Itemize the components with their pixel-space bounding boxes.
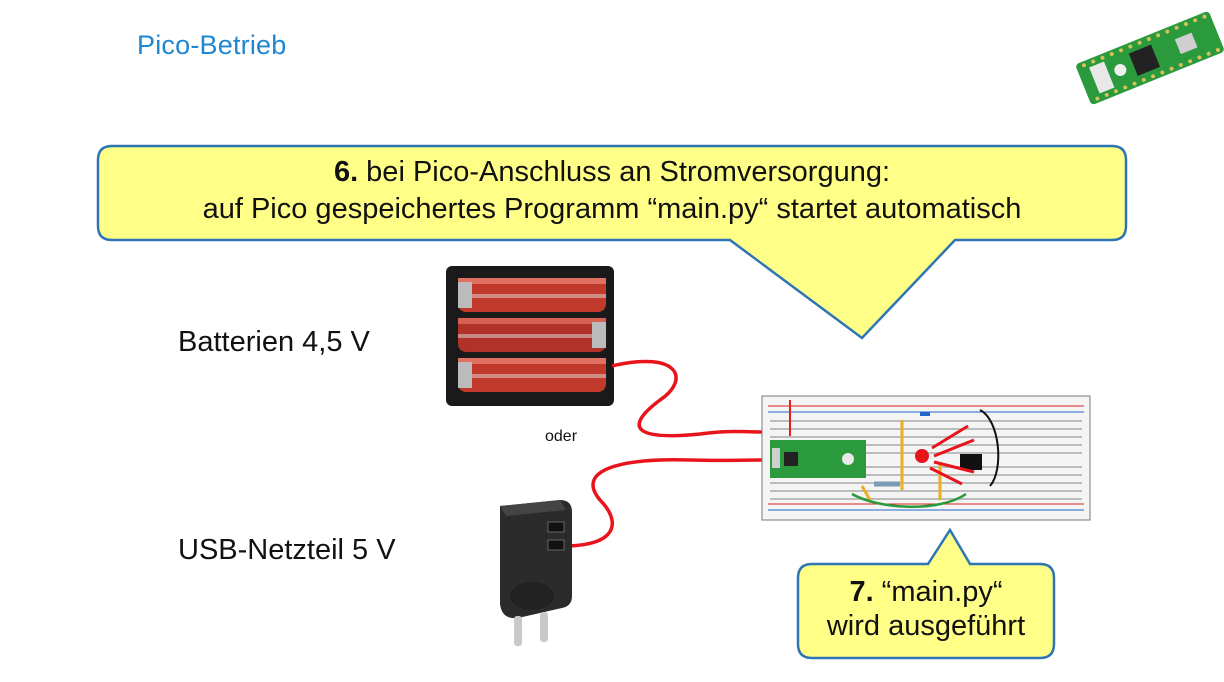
- usb-wire: [565, 458, 763, 548]
- breadboard-circuit-image: [761, 395, 1091, 521]
- usb-adapter-image: [500, 500, 572, 646]
- callout-top-line2: auf Pico gespeichertes Programm “main.py…: [202, 193, 1022, 225]
- slide-title: Pico-Betrieb: [137, 30, 287, 60]
- callout-top-text: 6. bei Pico-Anschluss an Stromversorgung…: [100, 154, 1124, 228]
- callout-top-line1: 6. bei Pico-Anschluss an Stromversorgung…: [100, 154, 1124, 191]
- callout-bottom-line1-text: “main.py“: [873, 576, 1003, 608]
- step-number-6: 6.: [333, 156, 359, 188]
- pico-board-icon: [1076, 11, 1224, 105]
- label-usb-adapter: USB-Netzteil 5 V: [178, 534, 396, 566]
- callout-bubble-top: [96, 144, 1128, 340]
- callout-top-line1-text: bei Pico-Anschluss an Stromversorgung:: [358, 156, 891, 188]
- battery-wire: [611, 359, 763, 438]
- label-batteries: Batterien 4,5 V: [178, 326, 370, 358]
- step-number-7: 7.: [849, 576, 874, 608]
- callout-bottom-line2: wird ausgeführt: [826, 610, 1026, 642]
- callout-bottom-text: 7. “main.py“ wird ausgeführt: [800, 575, 1052, 643]
- label-or: oder: [545, 428, 578, 445]
- callout-bottom-line1: 7. “main.py“: [800, 575, 1052, 609]
- battery-pack-image: [446, 266, 614, 406]
- callout-bubble-bottom: [796, 527, 1056, 660]
